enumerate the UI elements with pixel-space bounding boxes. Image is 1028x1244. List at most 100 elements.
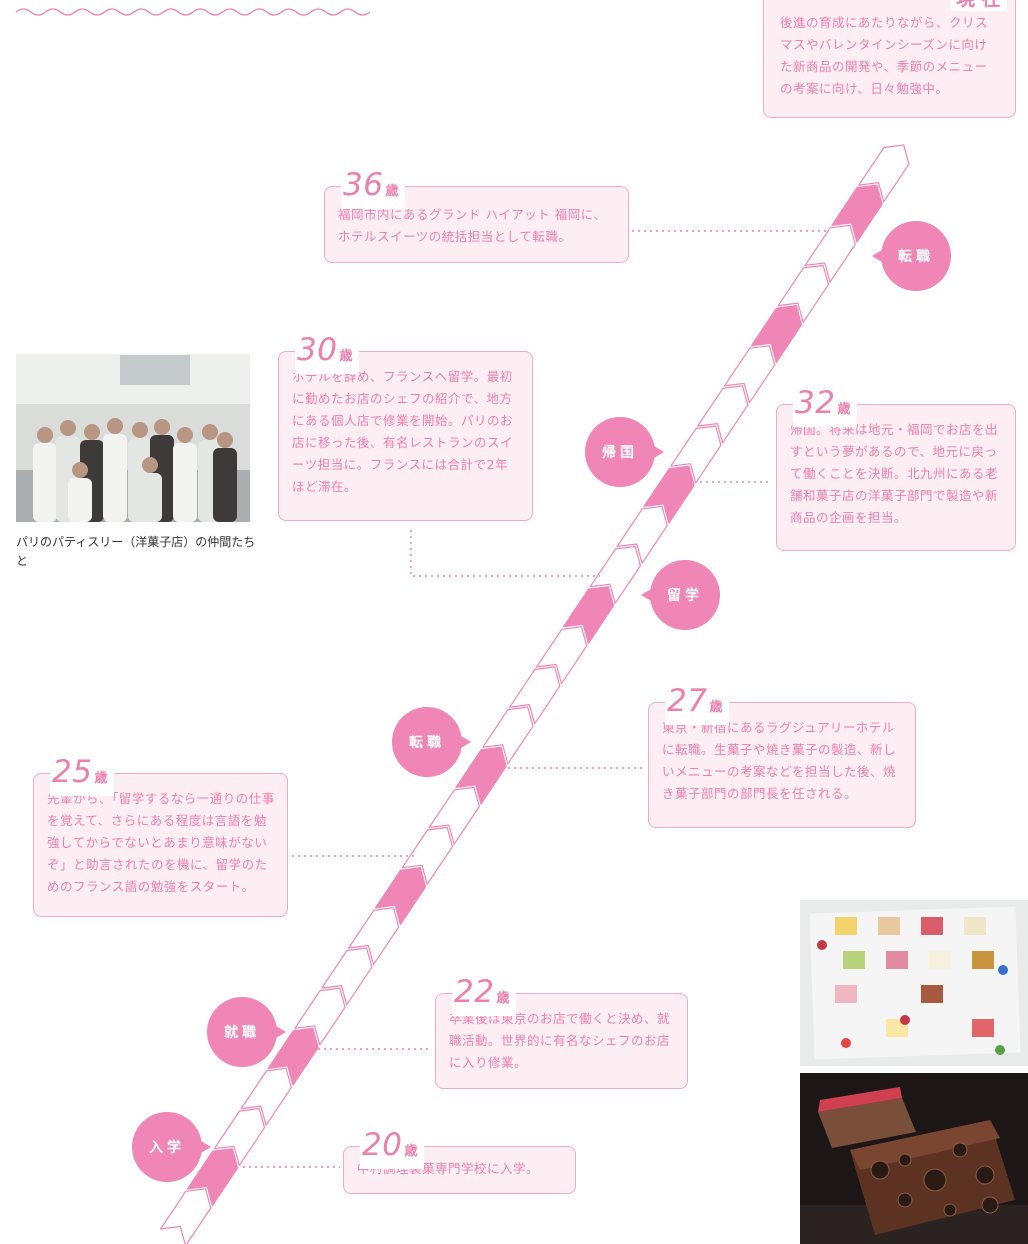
pastry-piece xyxy=(929,951,951,969)
timeline-chevron xyxy=(321,947,373,1006)
timeline-chevron xyxy=(750,305,803,363)
timeline-chevron xyxy=(267,1027,319,1086)
badge-enrollment: 入学 xyxy=(132,1112,211,1182)
pastry-piece xyxy=(878,917,900,935)
pastry-piece xyxy=(972,1019,994,1037)
person-head xyxy=(72,462,88,478)
timeline-chevron xyxy=(562,586,615,645)
timeline-arrow-chain xyxy=(160,144,910,1244)
wavy-decoration xyxy=(15,8,371,16)
timeline-chevron xyxy=(509,666,561,725)
event-text-22: 卒業後は東京のお店で働くと決め、就職活動。世界的に有名なシェフのお店に入り修業。 xyxy=(449,1011,671,1070)
pastry-piece xyxy=(835,985,857,1003)
timeline-chevron xyxy=(213,1107,266,1167)
person-head xyxy=(107,418,123,434)
person-body xyxy=(103,434,127,522)
timeline-chevron xyxy=(643,465,695,524)
fruit-garnish xyxy=(995,1045,1005,1055)
timeline-chevron xyxy=(858,144,910,203)
chocolate-box-photo xyxy=(800,1073,1028,1244)
chocolate-hole xyxy=(870,1160,890,1180)
badge-return-home: 帰国 xyxy=(585,417,664,487)
current-card: 後進の育成にあたりながら、クリスマスやバレンタインシーズンに向けた新商品の開発や… xyxy=(763,0,1016,118)
person-head xyxy=(60,420,76,436)
timeline-chevron xyxy=(294,987,346,1046)
timeline-chevron xyxy=(831,184,883,243)
person-head xyxy=(202,424,218,440)
fruit-garnish xyxy=(998,965,1008,975)
person-head xyxy=(132,422,148,438)
badge-job-change-36: 転職 xyxy=(872,221,951,291)
timeline-chevron xyxy=(777,264,830,323)
pastry-piece xyxy=(843,951,865,969)
event-text-36: 福岡市内にあるグランド ハイアット 福岡に、ホテルスイーツの統括担当として転職。 xyxy=(338,207,607,244)
person-body xyxy=(138,473,162,522)
timeline-chevron xyxy=(455,746,507,805)
current-text: 後進の育成にあたりながら、クリスマスやバレンタインシーズンに向けた新商品の開発や… xyxy=(780,15,989,96)
timeline-chevron xyxy=(160,1188,212,1244)
chocolate-hole xyxy=(943,1203,957,1217)
team-photo xyxy=(16,354,250,522)
timeline-chevron xyxy=(348,907,400,966)
badge-study-abroad: 留学 xyxy=(641,560,720,630)
timeline-chevron xyxy=(535,626,588,685)
person-body xyxy=(213,448,237,522)
fruit-garnish xyxy=(900,1015,910,1025)
chocolate-hole xyxy=(981,1196,999,1214)
photo-caption: パリのパティスリー（洋菓子店）の仲間たちと xyxy=(16,535,256,568)
person-head xyxy=(217,432,233,448)
person-body xyxy=(33,443,57,522)
person-head xyxy=(154,419,170,435)
timeline-chevron xyxy=(616,505,668,564)
connector-lines xyxy=(243,230,828,1168)
current-title: 現 在 xyxy=(950,0,1007,11)
timeline-chevron xyxy=(428,786,480,845)
pastry-piece xyxy=(886,951,908,969)
event-text-25: 先輩から、「留学するなら一通りの仕事を覚えて、さらにある程度は言語を勉強してから… xyxy=(47,791,275,894)
chocolate-hole xyxy=(923,1168,947,1192)
person-head xyxy=(142,457,158,473)
pastry-piece xyxy=(972,951,994,969)
timeline-chevron xyxy=(723,345,776,404)
person-head xyxy=(177,427,193,443)
person-body xyxy=(68,478,92,522)
person-head xyxy=(84,424,100,440)
timeline-chevron xyxy=(482,706,534,765)
chocolate-hole xyxy=(952,1142,968,1158)
timeline-chevron xyxy=(697,385,749,444)
pastry-plate-photo xyxy=(800,900,1028,1066)
chocolate-hole xyxy=(898,1153,912,1167)
connector-30 xyxy=(410,530,600,577)
timeline-chevron xyxy=(186,1148,239,1207)
pastry-piece xyxy=(921,985,943,1003)
timeline-chevron xyxy=(240,1067,292,1126)
timeline-chevron xyxy=(670,425,722,484)
person-body xyxy=(173,443,197,522)
person-head xyxy=(37,427,53,443)
chocolate-hole xyxy=(897,1192,913,1208)
timeline-chevron xyxy=(589,545,642,604)
fruit-garnish xyxy=(841,1038,851,1048)
fruit-garnish xyxy=(817,940,827,950)
pastry-piece xyxy=(835,917,857,935)
event-text-30: ホテルを辞め、フランスへ留学。最初に勤めたお店のシェフの紹介で、地方にある個人店… xyxy=(292,369,514,494)
pastry-piece xyxy=(921,917,943,935)
chocolate-hole xyxy=(975,1165,995,1185)
pastry-piece xyxy=(964,917,986,935)
badge-job-change-27: 転職 xyxy=(392,707,471,777)
timeline-chevron xyxy=(401,826,453,885)
